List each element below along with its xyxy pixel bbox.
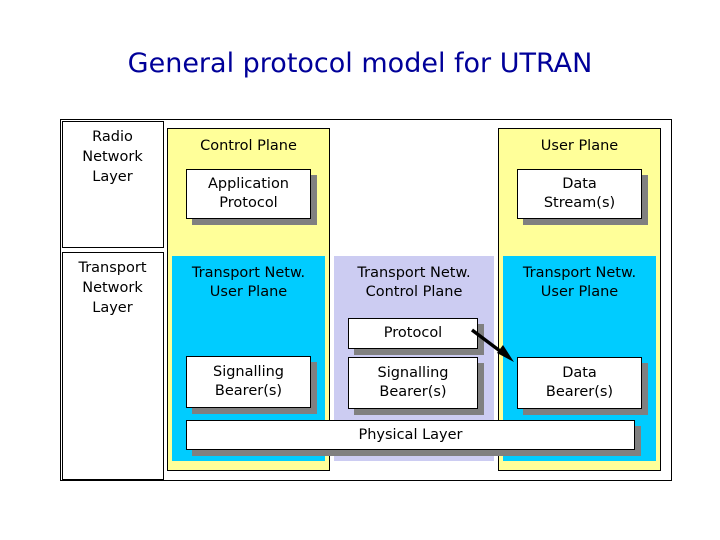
box-signalling-bearer-left: Signalling Bearer(s) [186, 356, 317, 414]
tn-title-line-1: Transport Netw. [357, 265, 471, 281]
box-label-line-2: Bearer(s) [214, 383, 283, 399]
box-label-line-2: Bearer(s) [545, 384, 614, 400]
user-plane-title: User Plane [540, 138, 619, 154]
layer-label-line-1: Radio [92, 128, 133, 145]
box-face: Signalling Bearer(s) [348, 357, 478, 409]
box-face: Data Bearer(s) [517, 357, 642, 409]
protocol-to-data-bearer-arrow [470, 328, 514, 362]
box-label-line-1: Protocol [383, 325, 443, 341]
transport-network-user-plane-title: Transport Netw. User Plane [172, 264, 325, 302]
layer-label-transport-network-layer: Transport Network Layer [61, 252, 164, 480]
diagram-outer-frame [60, 119, 672, 481]
box-face: Application Protocol [186, 169, 311, 219]
box-label-line-2: Bearer(s) [379, 384, 447, 400]
tn-title-line-2: User Plane [209, 284, 288, 300]
box-application-protocol: Application Protocol [186, 169, 317, 225]
transport-network-control-plane-title: Transport Netw. Control Plane [334, 264, 494, 302]
box-label-line-1: Data [562, 176, 597, 192]
box-label-line-1: Signalling [213, 364, 284, 380]
control-plane-title: Control Plane [200, 138, 297, 154]
box-label-line-1: Physical Layer [358, 426, 463, 443]
box-data-bearer: Data Bearer(s) [517, 357, 648, 415]
box-label-line-1: Application [207, 176, 290, 192]
box-label-line-1: Data [562, 365, 597, 381]
box-physical-layer: Physical Layer [186, 420, 641, 456]
layer-label-line-1: Transport [78, 260, 147, 276]
box-signalling-bearer-middle: Signalling Bearer(s) [348, 357, 484, 415]
layer-label-line-3: Layer [92, 168, 133, 185]
layer-label-radio-network-layer: Radio Network Layer [61, 120, 164, 248]
tn-title-line-1: Transport Netw. [522, 265, 637, 281]
page-title: General protocol model for UTRAN [127, 48, 593, 79]
box-face: Data Stream(s) [517, 169, 642, 219]
transport-network-user-plane-title: Transport Netw. User Plane [503, 264, 656, 302]
layer-label-line-2: Network [82, 280, 143, 296]
tn-title-line-2: Control Plane [365, 284, 463, 300]
box-label-line-1: Signalling [377, 365, 449, 381]
box-label-line-2: Stream(s) [543, 195, 616, 211]
tn-title-line-1: Transport Netw. [191, 265, 306, 281]
box-face: Physical Layer [186, 420, 635, 450]
layer-label-line-3: Layer [92, 300, 133, 316]
box-face: Protocol [348, 318, 478, 349]
box-face: Signalling Bearer(s) [186, 356, 311, 408]
tn-title-line-2: User Plane [540, 284, 619, 300]
box-label-line-2: Protocol [219, 195, 278, 211]
box-protocol: Protocol [348, 318, 484, 355]
layer-label-line-2: Network [82, 148, 143, 165]
box-data-stream: Data Stream(s) [517, 169, 648, 225]
